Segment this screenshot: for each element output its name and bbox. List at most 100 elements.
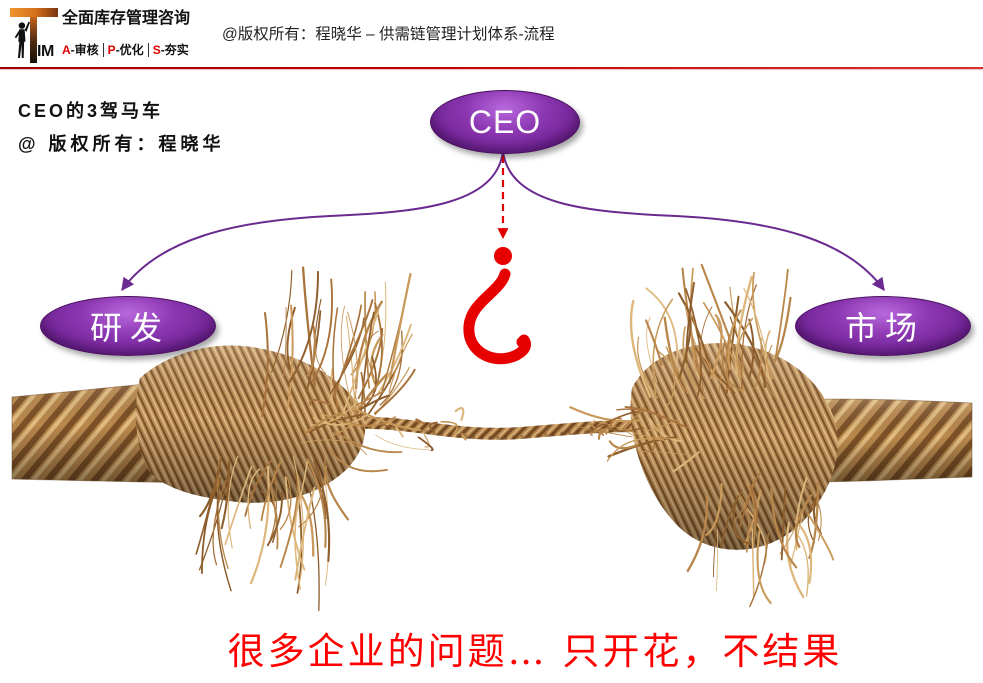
logo-t-stem — [30, 17, 37, 63]
rope-fiber — [301, 266, 317, 389]
rope-fiber — [624, 405, 689, 429]
rope-fiber — [644, 435, 655, 453]
market-node-label: 市场 — [844, 309, 925, 347]
tagline-text: -夯实 — [160, 43, 189, 57]
rope-fiber — [780, 487, 787, 561]
rope-fiber — [266, 492, 283, 547]
rope-fiber — [751, 271, 774, 380]
rope-fiber — [461, 433, 467, 441]
rope-fiber — [220, 462, 231, 530]
tagline-text: -优化 — [115, 43, 144, 57]
rope-fiber — [388, 333, 413, 393]
rope-fiber — [764, 344, 775, 398]
tagline-letter: A — [62, 43, 71, 57]
rope-fiber — [440, 421, 458, 434]
rope-fiber — [417, 436, 434, 452]
rope-fiber — [796, 533, 809, 597]
rope-fiber — [332, 422, 356, 436]
rope-fiber — [807, 497, 818, 544]
tagline-item-audit: A-审核 — [62, 43, 103, 57]
rope-fiber — [682, 326, 706, 400]
header-copyright: @版权所有：程晓华 – 供需链管理计划体系-流程 — [222, 26, 555, 43]
rope-fiber — [388, 272, 412, 384]
rope-fiber — [329, 449, 388, 473]
rope-fiber — [678, 316, 692, 380]
intro-title: CEO的3驾马车 — [18, 101, 164, 121]
tagline-item-consolidate: S-夯实 — [147, 43, 193, 57]
rope-fiber — [294, 491, 302, 590]
rope-fiber — [313, 460, 331, 562]
logo-figure-icon — [14, 21, 30, 58]
rnd-node-label: 研发 — [89, 309, 170, 347]
rope-fiber — [663, 316, 686, 392]
rope-fiber — [691, 311, 731, 393]
rnd-node: 研发 — [40, 296, 216, 356]
rope-fiber — [737, 493, 750, 553]
rope-fiber — [227, 455, 239, 549]
rope-fiber — [705, 483, 723, 536]
rope-fiber — [298, 456, 326, 528]
rope-fiber — [648, 418, 684, 443]
rope-fiber — [212, 479, 227, 566]
rope-fiber — [345, 416, 397, 427]
rope-fiber — [283, 307, 287, 377]
rope-fiber — [320, 412, 377, 427]
rope-fiber — [685, 281, 695, 364]
rope-fiber — [375, 434, 430, 451]
rope-fiber — [699, 306, 713, 392]
rope-fiber — [244, 458, 273, 517]
rope-fiber — [329, 317, 365, 395]
rope-fiber — [751, 528, 755, 598]
rope-fiber — [224, 465, 253, 546]
rope-fiber — [306, 458, 327, 548]
rope-fiber — [749, 532, 770, 608]
rope-right-end — [630, 343, 973, 550]
rope-fiber — [292, 456, 304, 581]
rope-fiber — [794, 520, 813, 584]
rope-fiber — [665, 346, 676, 407]
rope-fiber — [807, 513, 835, 561]
rope-fiber — [312, 413, 369, 426]
rope-fiber — [756, 528, 772, 605]
rope-fiber — [602, 422, 645, 432]
rope-fibers — [195, 263, 835, 611]
rope-fiber — [709, 314, 723, 380]
rope-fiber — [715, 528, 718, 592]
company-name: 全面库存管理咨询 — [62, 10, 191, 27]
rope-fiber — [350, 291, 377, 376]
tagline: A-审核 P-优化 S-夯实 — [62, 43, 193, 57]
tagline-item-optimize: P-优化 — [102, 43, 148, 57]
rope-fiber — [269, 469, 278, 540]
rope-fiber — [306, 325, 316, 377]
rope-fiber — [735, 317, 754, 378]
rope-fiber — [700, 263, 743, 372]
rope-fiber — [261, 312, 269, 418]
rope-fiber — [429, 421, 438, 433]
connector-ceo-to-rnd — [121, 151, 504, 292]
rope-fiber — [645, 319, 663, 366]
rope-fiber — [352, 407, 422, 432]
rope-fiber — [341, 299, 374, 374]
rope-fiber — [652, 424, 662, 440]
rope-fiber — [672, 451, 700, 473]
rope-fiber — [684, 304, 717, 380]
rope-fiber — [355, 394, 390, 413]
connector-ceo-to-market — [502, 151, 885, 292]
rope-fiber — [270, 488, 279, 550]
rope-fiber — [735, 275, 753, 376]
rope-fiber — [569, 406, 641, 423]
rope-fiber — [366, 330, 379, 379]
rope-fiber — [355, 390, 384, 407]
tagline-letter: S — [152, 43, 161, 57]
rope-fiber — [638, 450, 693, 456]
ceo-node-label: CEO — [468, 103, 542, 140]
rope-fiber — [260, 460, 282, 522]
rope-fiber — [300, 439, 368, 456]
rope-fiber — [770, 488, 798, 569]
rope-fiber — [199, 463, 221, 518]
rope-fiber — [646, 316, 658, 383]
rope-fiber — [623, 427, 681, 440]
